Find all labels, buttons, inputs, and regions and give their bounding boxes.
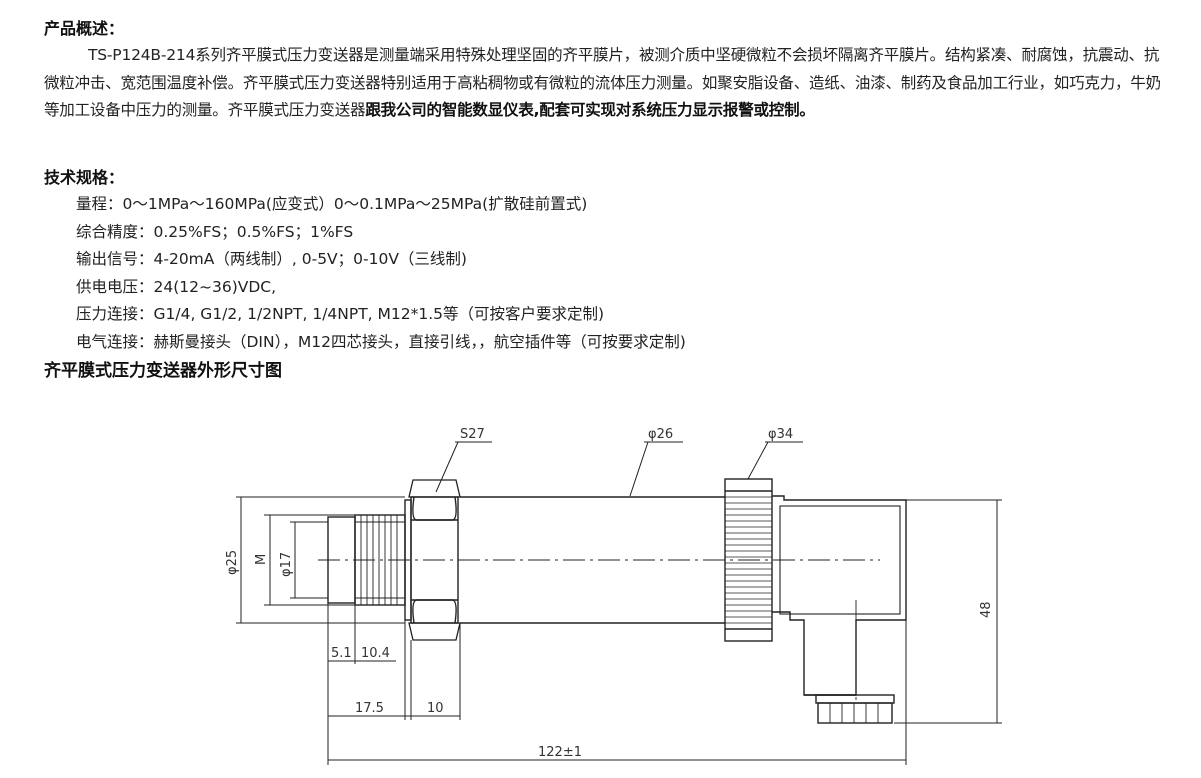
label-17-5: 17.5: [355, 701, 384, 716]
knurled-ring: [724, 478, 773, 642]
label-10: 10: [427, 701, 444, 716]
leaders: [435, 441, 803, 497]
cylinder-body: [460, 496, 725, 624]
specs-heading: 技术规格：: [44, 168, 125, 187]
label-48: 48: [979, 601, 994, 618]
thread-fitting: [327, 499, 412, 621]
label-phi25: φ25: [225, 550, 240, 575]
spec-power: 供电电压：24(12~36)VDC,: [76, 277, 277, 296]
overview-paragraph: TS-P124B-214系列齐平膜式压力变送器是测量端采用特殊处理坚固的齐平膜片…: [44, 42, 1174, 125]
specs-list: 量程：0～1MPa～160MPa(应变式）0～0.1MPa～25MPa(扩散硅前…: [76, 191, 686, 357]
overview-text-bold: 跟我公司的智能数显仪表,配套可实现对系统压力显示报警或控制。: [365, 101, 815, 119]
label-122: 122±1: [538, 745, 582, 760]
spec-range: 量程：0～1MPa～160MPa(应变式）0～0.1MPa～25MPa(扩散硅前…: [76, 195, 588, 213]
label-m: M: [254, 554, 269, 565]
label-10-4: 10.4: [361, 646, 390, 661]
overview-text: TS-P124B-214系列齐平膜式压力变送器是测量端采用特殊处理坚固的齐平膜片…: [44, 46, 1161, 119]
spec-electrical-connection: 电气连接：赫斯曼接头（DIN），M12四芯接头，直接引线，，航空插件等（可按要求…: [76, 332, 686, 351]
bottom-dimensions: [327, 499, 1002, 765]
spec-pressure-connection: 压力连接：G1/4, G1/2, 1/2NPT, 1/4NPT, M12*1.5…: [76, 305, 605, 324]
spec-output: 输出信号：4-20mA（两线制）, 0-5V；0-10V（三线制): [76, 250, 467, 269]
spec-accuracy: 综合精度：0.25%FS；0.5%FS；1%FS: [76, 222, 354, 241]
overview-heading: 产品概述：: [44, 19, 125, 38]
din-connector: [772, 495, 907, 724]
dimension-drawing: S27 φ26 φ34 φ25 M φ17 5.1 10.4 17.5 10 1…: [225, 427, 1002, 765]
label-phi26: φ26: [648, 427, 673, 442]
label-phi17: φ17: [279, 552, 294, 577]
label-s27: S27: [460, 427, 485, 442]
left-dimensions: [236, 496, 405, 624]
drawing-title: 齐平膜式压力变送器外形尺寸图: [44, 361, 282, 381]
label-phi34: φ34: [768, 427, 793, 442]
label-5-1: 5.1: [331, 646, 352, 661]
